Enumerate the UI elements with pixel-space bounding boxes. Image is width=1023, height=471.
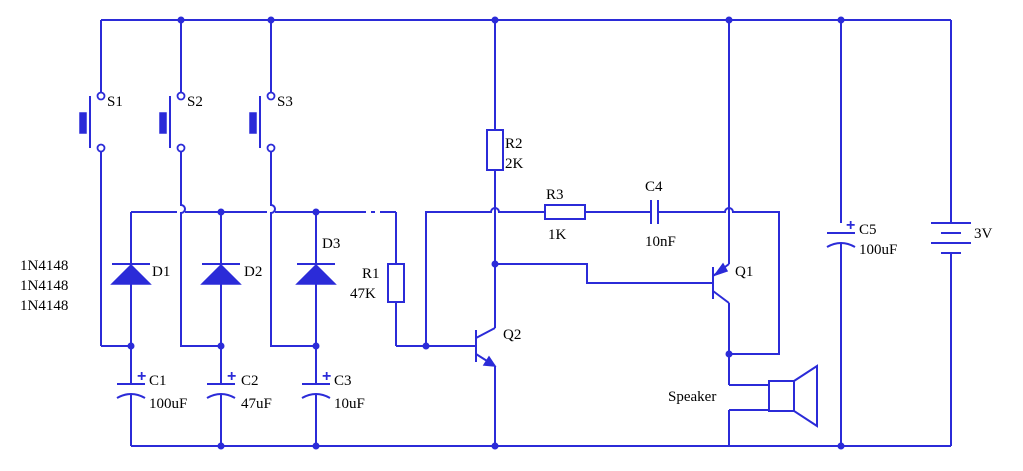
switch-wires <box>100 152 316 347</box>
transistor-label: Q1 <box>735 264 753 280</box>
battery-value: 3V <box>974 226 993 242</box>
speaker-label: Speaker <box>668 389 716 405</box>
diode-part-numbers: 1N4148 1N4148 1N4148 <box>20 258 68 314</box>
polarity-mark: + <box>227 368 236 385</box>
switch-s1: S1 <box>79 91 123 153</box>
capacitor-value: 100uF <box>149 396 187 412</box>
transistor-label: Q2 <box>503 327 521 343</box>
capacitor-label: C5 <box>859 222 877 238</box>
capacitor-c5: + C5 100uF <box>826 217 897 446</box>
part-number: 1N4148 <box>20 258 68 274</box>
capacitor-label: C1 <box>149 373 167 389</box>
capacitor-value: 47uF <box>241 396 272 412</box>
capacitor-value: 10uF <box>334 396 365 412</box>
resistor-value: 47K <box>350 286 376 302</box>
switch-label: S3 <box>277 94 293 110</box>
diode-label: D3 <box>322 236 340 252</box>
top-rail <box>100 16 952 223</box>
diode-d2: D2 <box>200 212 262 384</box>
speaker: Speaker <box>668 364 818 446</box>
battery: 3V <box>931 222 993 446</box>
switch-label: S1 <box>107 94 123 110</box>
capacitor-label: C4 <box>645 179 663 195</box>
capacitor-value: 100uF <box>859 242 897 258</box>
capacitor-c3: + C3 10uF <box>301 368 365 446</box>
transistor-q1: Q1 <box>495 212 753 385</box>
switch-s2: S2 <box>159 91 203 153</box>
resistor-r1: R1 47K <box>350 263 476 350</box>
diode-d1: D1 <box>110 212 170 384</box>
transistor-q2: Q2 <box>475 327 521 446</box>
resistor-r2: R2 2K <box>486 129 524 328</box>
polarity-mark: + <box>846 217 855 234</box>
capacitor-c1: + C1 100uF <box>116 368 187 446</box>
resistor-value: 1K <box>548 227 567 243</box>
resistor-label: R1 <box>362 266 380 282</box>
resistor-label: R2 <box>505 136 523 152</box>
diode-label: D1 <box>152 264 170 280</box>
capacitor-c2: + C2 47uF <box>206 368 272 446</box>
diode-d3: D3 <box>295 212 340 384</box>
resistor-value: 2K <box>505 156 524 172</box>
feedback-path: R3 1K C4 10nF <box>425 179 780 355</box>
diode-bus <box>131 208 397 264</box>
switch-label: S2 <box>187 94 203 110</box>
capacitor-label: C3 <box>334 373 352 389</box>
capacitor-label: C2 <box>241 373 259 389</box>
capacitor-value: 10nF <box>645 234 676 250</box>
polarity-mark: + <box>322 368 331 385</box>
diode-label: D2 <box>244 264 262 280</box>
resistor-label: R3 <box>546 187 564 203</box>
polarity-mark: + <box>137 368 146 385</box>
switch-s3: S3 <box>249 91 293 153</box>
part-number: 1N4148 <box>20 278 68 294</box>
part-number: 1N4148 <box>20 298 68 314</box>
